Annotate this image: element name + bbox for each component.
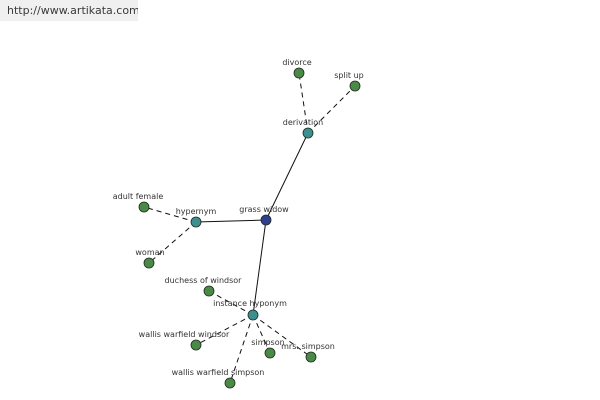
edge-derivation-to-divorce xyxy=(298,72,309,134)
edge-derivation-to-split-up xyxy=(307,85,356,134)
edge-hypernym-to-woman xyxy=(148,221,197,264)
edges-layer xyxy=(143,72,356,384)
node-label-divorce[interactable]: divorce xyxy=(282,58,311,67)
nodes-layer xyxy=(138,67,361,389)
edge-instance-hyponym-to-wallis-warfield-windsor xyxy=(195,314,254,346)
node-label-split-up[interactable]: split up xyxy=(334,71,364,80)
edge-grass-widow-to-derivation xyxy=(265,132,309,221)
edge-instance-hyponym-to-wallis-warfield-simpson xyxy=(229,314,254,384)
edge-grass-widow-to-instance-hyponym xyxy=(252,219,267,316)
node-split-up[interactable] xyxy=(349,80,361,92)
node-label-adult-female[interactable]: adult female xyxy=(113,192,164,201)
node-label-wallis-warfield-windsor[interactable]: wallis warfield windsor xyxy=(139,330,230,339)
edge-hypernym-to-adult-female xyxy=(143,206,197,223)
source-url[interactable]: http://www.artikata.com xyxy=(0,0,138,21)
node-grass-widow[interactable] xyxy=(260,214,272,226)
node-label-mrs-simpson[interactable]: mrs. simpson xyxy=(281,342,335,351)
node-simpson[interactable] xyxy=(264,347,276,359)
node-hypernym[interactable] xyxy=(190,216,202,228)
node-divorce[interactable] xyxy=(293,67,305,79)
node-adult-female[interactable] xyxy=(138,201,150,213)
node-label-duchess-of-windsor[interactable]: duchess of windsor xyxy=(165,276,243,285)
node-woman[interactable] xyxy=(143,257,155,269)
node-duchess-of-windsor[interactable] xyxy=(203,285,215,297)
node-label-hypernym[interactable]: hypernym xyxy=(176,207,217,216)
node-label-instance-hyponym[interactable]: instance hyponym xyxy=(213,299,287,308)
node-label-grass-widow[interactable]: grass widow xyxy=(239,205,289,214)
edge-instance-hyponym-to-simpson xyxy=(252,314,271,354)
node-instance-hyponym[interactable] xyxy=(247,309,259,321)
edge-grass-widow-to-hypernym xyxy=(195,219,267,223)
labels-layer: grass widow derivation hypernym instance hy… xyxy=(113,58,364,377)
node-label-derivation[interactable]: derivation xyxy=(283,118,323,127)
node-mrs-simpson[interactable] xyxy=(305,351,317,363)
node-wallis-warfield-windsor[interactable] xyxy=(190,339,202,351)
edge-instance-hyponym-to-mrs-simpson xyxy=(252,314,312,358)
node-label-woman[interactable]: woman xyxy=(135,248,164,257)
node-derivation[interactable] xyxy=(302,127,314,139)
node-label-simpson[interactable]: simpson xyxy=(251,338,284,347)
node-label-wallis-warfield-simpson[interactable]: wallis warfield simpson xyxy=(172,368,265,377)
node-wallis-warfield-simpson[interactable] xyxy=(224,377,236,389)
